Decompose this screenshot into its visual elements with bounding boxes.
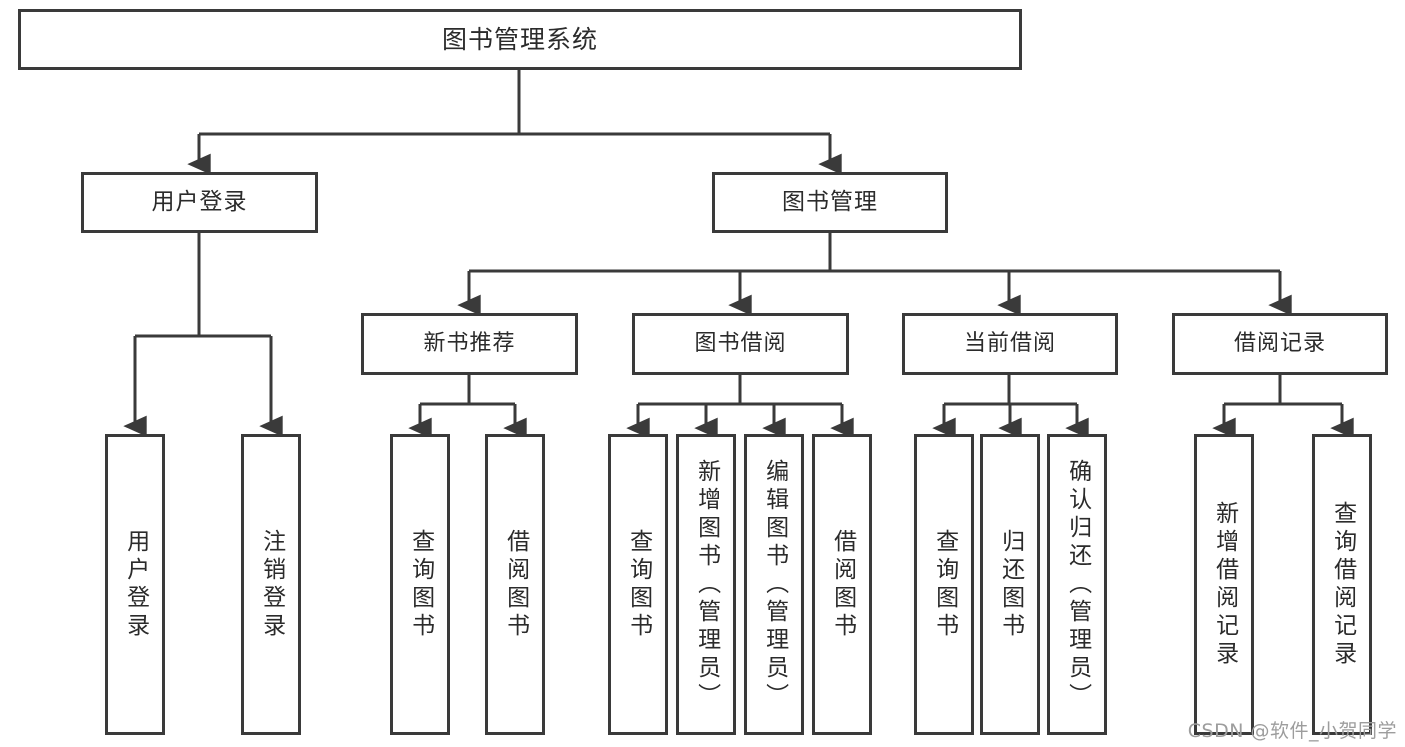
- node-label: 查询图书: [931, 528, 958, 641]
- node-label: 当前借阅: [963, 331, 1056, 356]
- leaf-borrow-query-book[interactable]: 查询图书: [608, 434, 668, 735]
- watermark-text: CSDN @软件_小贺同学: [1187, 720, 1397, 742]
- node-label: 确认归还（管理员）: [1064, 458, 1091, 711]
- leaf-record-add-record[interactable]: 新增借阅记录: [1194, 434, 1254, 735]
- leaf-user-logout[interactable]: 注销登录: [241, 434, 301, 735]
- leaf-record-query-record[interactable]: 查询借阅记录: [1312, 434, 1372, 735]
- node-label: 图书管理: [782, 189, 878, 215]
- node-user-login[interactable]: 用户登录: [81, 172, 318, 233]
- leaf-user-login[interactable]: 用户登录: [105, 434, 165, 735]
- leaf-current-confirm-return-admin[interactable]: 确认归还（管理员）: [1047, 434, 1107, 735]
- node-label: 图书管理系统: [441, 25, 598, 54]
- leaf-borrow-add-book-admin[interactable]: 新增图书（管理员）: [676, 434, 736, 735]
- leaf-current-return-book[interactable]: 归还图书: [980, 434, 1040, 735]
- node-label: 查询借阅记录: [1329, 500, 1356, 669]
- node-label: 新增图书（管理员）: [693, 458, 720, 711]
- node-label: 编辑图书（管理员）: [761, 458, 788, 711]
- leaf-borrow-edit-book-admin[interactable]: 编辑图书（管理员）: [744, 434, 804, 735]
- node-current-borrow[interactable]: 当前借阅: [902, 313, 1118, 375]
- node-borrow-record[interactable]: 借阅记录: [1172, 313, 1388, 375]
- node-label: 注销登录: [258, 528, 285, 641]
- node-label: 新增借阅记录: [1211, 500, 1238, 669]
- node-label: 新书推荐: [423, 331, 516, 356]
- node-label: 借阅图书: [502, 528, 529, 641]
- node-label: 用户登录: [122, 528, 149, 641]
- node-label: 借阅图书: [829, 528, 856, 641]
- node-new-book-recommend[interactable]: 新书推荐: [361, 313, 578, 375]
- node-label: 用户登录: [151, 189, 248, 215]
- node-root-system[interactable]: 图书管理系统: [18, 9, 1022, 70]
- node-label: 查询图书: [407, 528, 434, 641]
- leaf-newbook-borrow-book[interactable]: 借阅图书: [485, 434, 545, 735]
- node-label: 归还图书: [997, 528, 1024, 641]
- node-label: 借阅记录: [1233, 331, 1326, 356]
- node-book-borrow[interactable]: 图书借阅: [632, 313, 849, 375]
- node-label: 图书借阅: [694, 331, 787, 356]
- node-label: 查询图书: [625, 528, 652, 641]
- leaf-borrow-borrow-book[interactable]: 借阅图书: [812, 434, 872, 735]
- leaf-newbook-query-book[interactable]: 查询图书: [390, 434, 450, 735]
- node-book-management[interactable]: 图书管理: [712, 172, 948, 233]
- leaf-current-query-book[interactable]: 查询图书: [914, 434, 974, 735]
